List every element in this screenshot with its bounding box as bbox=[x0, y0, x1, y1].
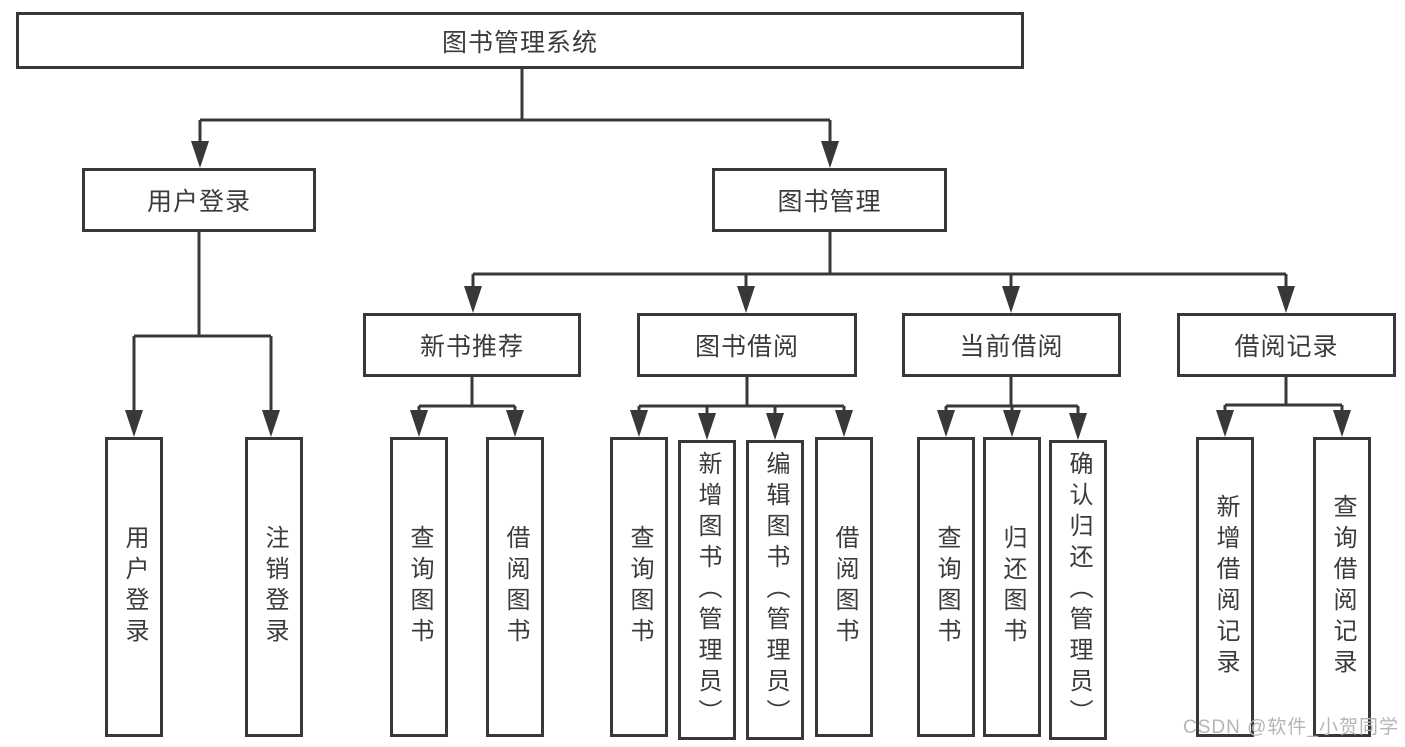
arrow-down-icon bbox=[1002, 286, 1020, 313]
arrow-down-icon bbox=[464, 286, 482, 313]
connector-user-login-children bbox=[125, 232, 280, 437]
node-book-management: 图书管理 bbox=[712, 168, 947, 232]
leaf-label: 新增借阅记录 bbox=[1212, 494, 1239, 680]
leaf-label: 确认归还（管理员） bbox=[1065, 450, 1092, 730]
node-current-borrow: 当前借阅 bbox=[902, 313, 1121, 377]
leaf-label: 用户登录 bbox=[121, 525, 148, 649]
leaf-add-borrow-record: 新增借阅记录 bbox=[1196, 437, 1254, 737]
node-user-login: 用户登录 bbox=[82, 168, 316, 232]
leaf-label: 借阅图书 bbox=[502, 525, 529, 649]
leaf-query-borrow-record: 查询借阅记录 bbox=[1313, 437, 1371, 737]
arrow-down-icon bbox=[835, 410, 853, 437]
leaf-label: 查询图书 bbox=[626, 525, 653, 649]
leaf-return-books: 归还图书 bbox=[983, 437, 1041, 737]
arrow-down-icon bbox=[262, 410, 280, 437]
arrow-down-icon bbox=[766, 413, 784, 440]
leaf-borrow-books: 借阅图书 bbox=[486, 437, 544, 737]
arrow-down-icon bbox=[698, 413, 716, 440]
leaf-label: 查询借阅记录 bbox=[1329, 494, 1356, 680]
connector-root-to-level2 bbox=[191, 69, 839, 168]
leaf-logout: 注销登录 bbox=[245, 437, 303, 737]
leaf-label: 注销登录 bbox=[261, 525, 288, 649]
arrow-down-icon bbox=[821, 141, 839, 168]
arrow-down-icon bbox=[1069, 413, 1087, 440]
arrow-down-icon bbox=[630, 410, 648, 437]
watermark: CSDN @软件_小贺同学 bbox=[1183, 717, 1399, 738]
leaf-borrow-books: 借阅图书 bbox=[815, 437, 873, 737]
leaf-label: 编辑图书（管理员） bbox=[762, 450, 789, 730]
leaf-query-books: 查询图书 bbox=[610, 437, 668, 737]
leaf-label: 新增图书（管理员） bbox=[694, 450, 721, 730]
leaf-query-books: 查询图书 bbox=[917, 437, 975, 737]
leaf-confirm-return-admin: 确认归还（管理员） bbox=[1049, 440, 1107, 740]
arrow-down-icon bbox=[1277, 286, 1295, 313]
leaf-label: 归还图书 bbox=[999, 525, 1026, 649]
leaf-user-login: 用户登录 bbox=[105, 437, 163, 737]
connector-current-children bbox=[937, 377, 1087, 440]
arrow-down-icon bbox=[1216, 410, 1234, 437]
leaf-add-books-admin: 新增图书（管理员） bbox=[678, 440, 736, 740]
connector-book-mgmt-children bbox=[464, 232, 1295, 313]
arrow-down-icon bbox=[506, 410, 524, 437]
connector-new-rec-children bbox=[410, 377, 524, 437]
leaf-label: 查询图书 bbox=[406, 525, 433, 649]
leaf-label: 查询图书 bbox=[933, 525, 960, 649]
arrow-down-icon bbox=[191, 141, 209, 168]
arrow-down-icon bbox=[1333, 410, 1351, 437]
node-borrow-records: 借阅记录 bbox=[1177, 313, 1396, 377]
leaf-edit-books-admin: 编辑图书（管理员） bbox=[746, 440, 804, 740]
node-book-borrow: 图书借阅 bbox=[637, 313, 857, 377]
arrow-down-icon bbox=[937, 410, 955, 437]
arrow-down-icon bbox=[1003, 410, 1021, 437]
node-library-system: 图书管理系统 bbox=[16, 12, 1024, 69]
leaf-query-books: 查询图书 bbox=[390, 437, 448, 737]
arrow-down-icon bbox=[125, 410, 143, 437]
arrow-down-icon bbox=[737, 286, 755, 313]
arrow-down-icon bbox=[410, 410, 428, 437]
connector-borrow-children bbox=[630, 377, 853, 440]
connector-records-children bbox=[1216, 377, 1351, 437]
leaf-label: 借阅图书 bbox=[831, 525, 858, 649]
node-new-book-recommend: 新书推荐 bbox=[363, 313, 581, 377]
